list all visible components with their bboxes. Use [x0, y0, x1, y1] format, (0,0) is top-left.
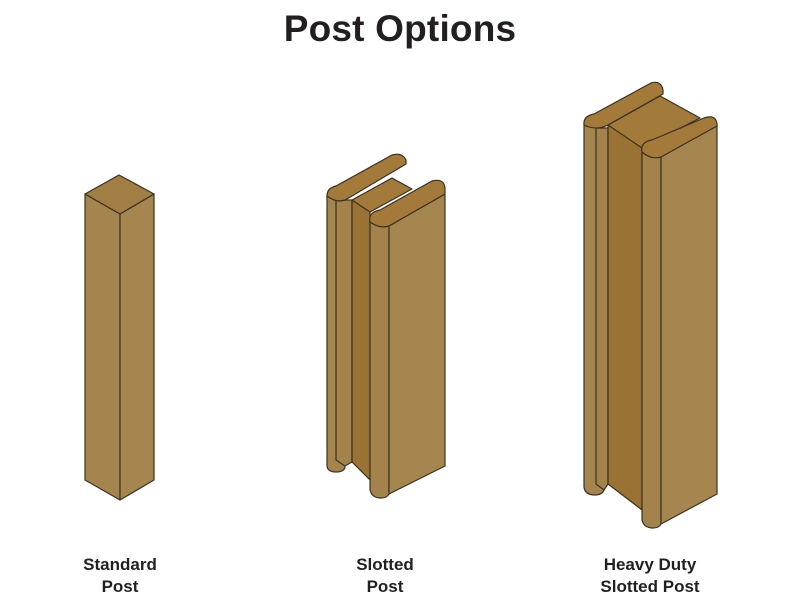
- label-line: Post: [366, 577, 404, 596]
- slotted-post-label: Slotted Post: [325, 554, 445, 598]
- standard-post-label: Standard Post: [60, 554, 180, 598]
- heavy-duty-slotted-post-illustration: [583, 81, 718, 529]
- page-title: Post Options: [283, 8, 517, 49]
- slotted-post-illustration: [326, 153, 446, 499]
- label-line: Standard: [83, 555, 157, 574]
- label-line: Heavy Duty: [603, 555, 697, 574]
- label-line: Post: [101, 577, 139, 596]
- label-line: Slotted Post: [600, 577, 700, 596]
- standard-post-illustration: [84, 174, 155, 501]
- heavy-duty-slotted-post-label: Heavy Duty Slotted Post: [570, 554, 730, 598]
- label-line: Slotted: [356, 555, 414, 574]
